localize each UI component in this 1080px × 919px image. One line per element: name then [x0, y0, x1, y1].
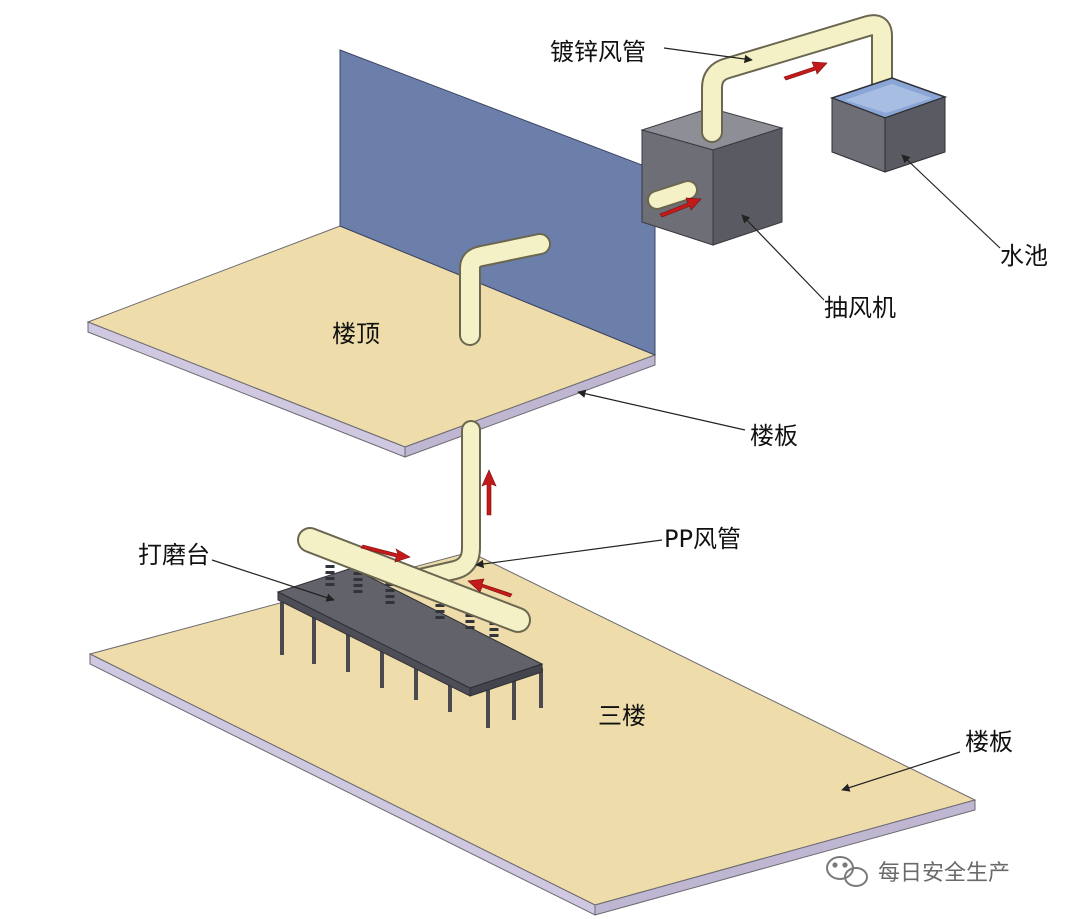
watermark-text: 每日安全生产	[878, 861, 1010, 886]
label-exhaust-fan: 抽风机	[824, 294, 896, 322]
label-roof: 楼顶	[332, 320, 380, 348]
leader-exhaust-fan	[741, 214, 825, 301]
flow-arrows	[360, 61, 828, 598]
flow-arrow-inlet	[467, 578, 513, 598]
leader-grinding-table	[211, 559, 335, 602]
flow-arrow-header	[360, 544, 411, 563]
flow-arrow-riser	[481, 469, 497, 516]
leader-galvanized-duct	[663, 47, 753, 64]
leader-pp-duct	[475, 539, 663, 569]
label-third-floor: 三楼	[598, 702, 646, 730]
third-floor-slab	[88, 551, 977, 916]
leader-water-tank	[901, 154, 1001, 249]
galvanized-duct	[701, 14, 893, 143]
parapet-wall	[339, 49, 656, 356]
label-pp-duct: PP风管	[664, 525, 741, 553]
label-roof-slab: 楼板	[750, 422, 798, 450]
label-water-tank: 水池	[1000, 242, 1048, 270]
fan-inlet-pipe	[647, 180, 698, 210]
watermark: 每日安全生产	[826, 856, 1010, 887]
water-tank	[829, 77, 948, 173]
suction-hoses	[325, 565, 499, 640]
wechat-logo-icon	[826, 856, 868, 887]
grinding-table	[276, 567, 544, 728]
pp-header-pipe	[297, 527, 531, 633]
flow-arrow-duct	[783, 61, 828, 81]
leader-floor-slab	[841, 751, 961, 792]
flow-arrow-fan	[659, 197, 702, 218]
roof-vent-pipe	[459, 233, 551, 346]
pp-riser-pipe	[410, 420, 481, 588]
leader-roof-slab	[577, 389, 746, 431]
label-grinding-table: 打磨台	[138, 541, 210, 569]
label-galvanized-duct: 镀锌风管	[550, 38, 646, 66]
label-floor-slab: 楼板	[965, 728, 1013, 756]
